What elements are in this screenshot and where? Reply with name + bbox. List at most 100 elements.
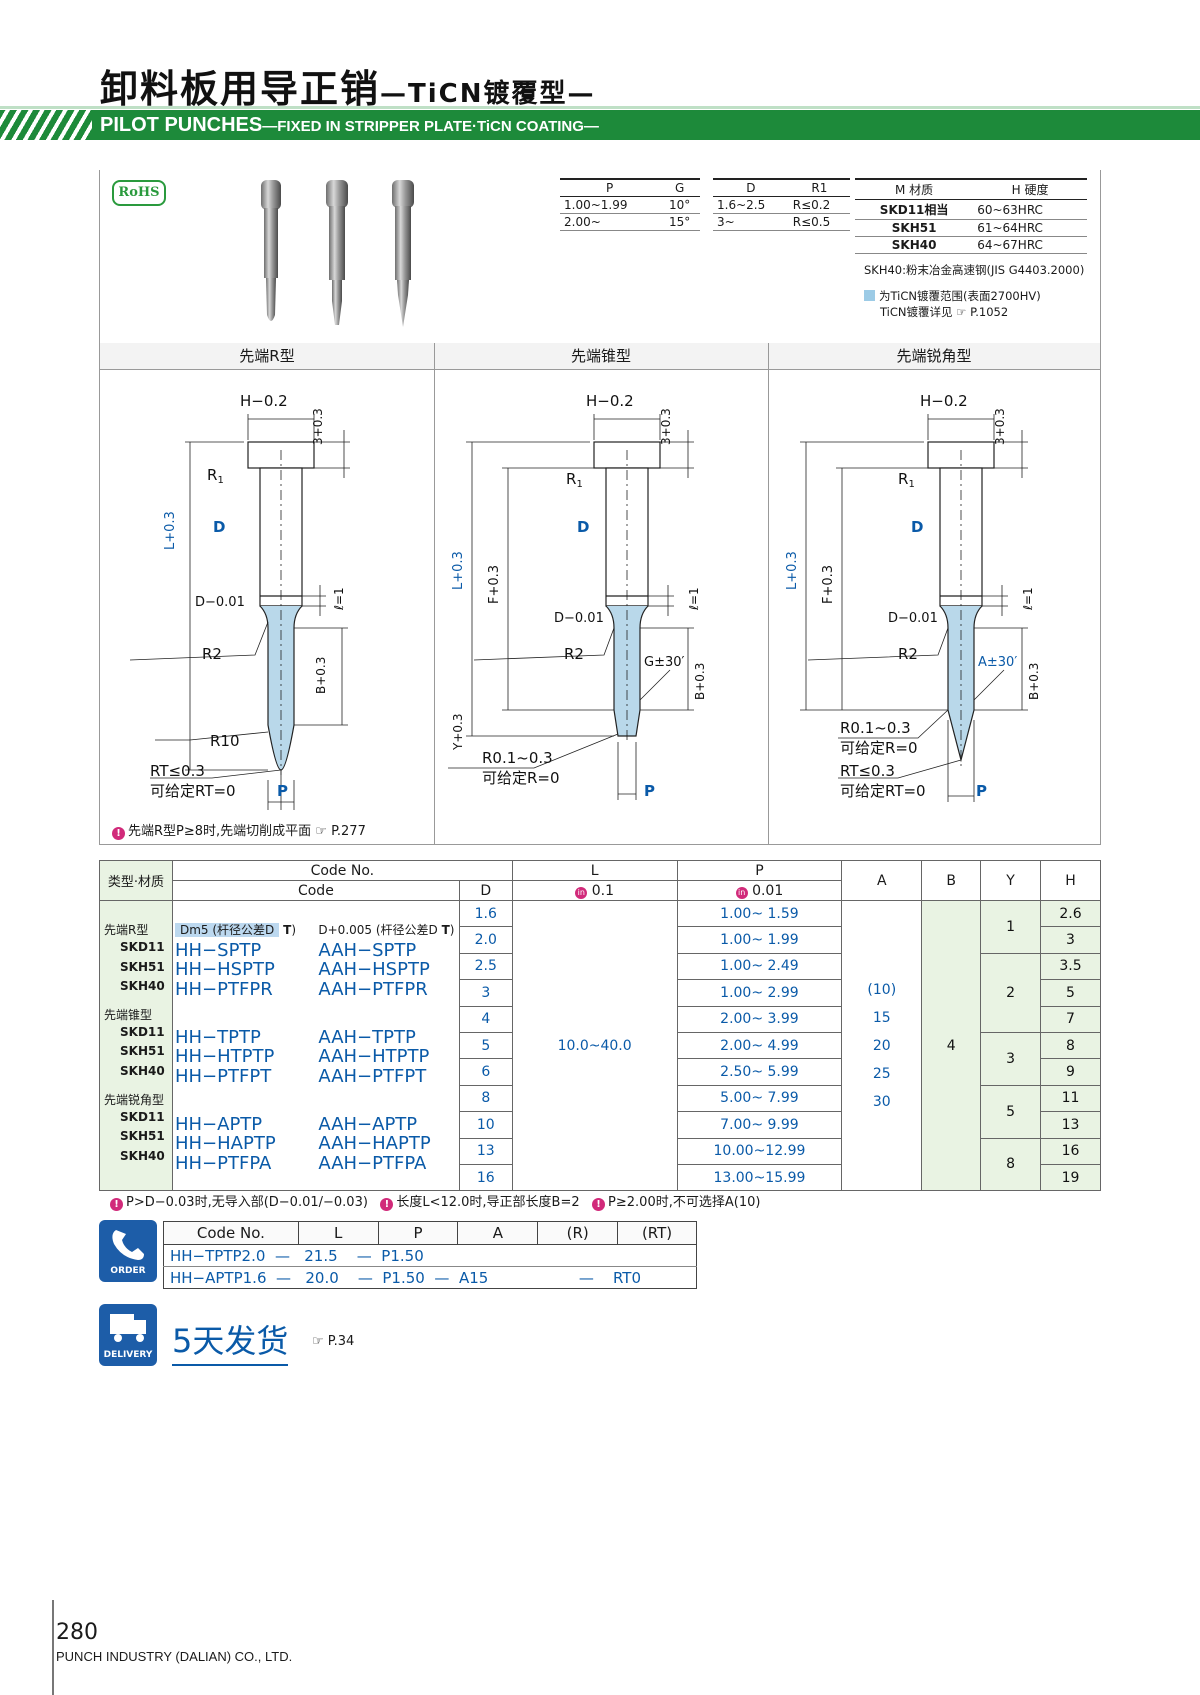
svg-text:R0.1~0.3: R0.1~0.3 xyxy=(840,719,911,737)
header-band xyxy=(92,110,1200,140)
top-panel xyxy=(99,170,1101,343)
cell-d: 8 xyxy=(458,1084,513,1113)
svg-text:D: D xyxy=(577,518,589,536)
svg-text:P: P xyxy=(976,782,987,800)
cell-d: 1.6 xyxy=(458,899,513,928)
svg-text:F+0.3: F+0.3 xyxy=(487,565,502,604)
cell-d: 13 xyxy=(458,1137,513,1165)
cell-d: 10 xyxy=(458,1111,513,1139)
warning-icon: ! xyxy=(112,827,125,840)
cell-p: 10.00~12.99 xyxy=(676,1137,843,1165)
svg-text:D: D xyxy=(213,518,225,536)
cell-p: 2.00~ 3.99 xyxy=(676,1005,843,1033)
svg-text:可给定RT=0: 可给定RT=0 xyxy=(150,782,236,800)
svg-text:R1: R1 xyxy=(207,466,224,486)
svg-text:A±30′: A±30′ xyxy=(978,655,1017,670)
cell-p: 1.00~ 2.99 xyxy=(676,979,843,1007)
table-row: 16 13.00~15.99 19 xyxy=(100,1163,1101,1192)
svg-text:G±30′: G±30′ xyxy=(644,655,685,670)
svg-text:ℓ=1: ℓ=1 xyxy=(687,587,701,611)
cell-y: 2 xyxy=(980,952,1041,1033)
svg-text:3+0.3: 3+0.3 xyxy=(993,408,1007,445)
svg-text:D: D xyxy=(911,518,923,536)
cell-y: 5 xyxy=(980,1084,1041,1139)
cell-h: 19 xyxy=(1040,1163,1101,1192)
svg-text:RT≤0.3: RT≤0.3 xyxy=(840,762,895,780)
table-row: 13 10.00~12.99 8 16 xyxy=(100,1137,1101,1192)
svg-text:R2: R2 xyxy=(564,645,584,663)
diagram-sharp-type: H−0.2 3+0.3 R1 D L+0.3 F+0.3 D−0.01 ℓ=1 … xyxy=(785,392,1041,802)
truck-icon xyxy=(110,1314,146,1342)
cell-h: 8 xyxy=(1040,1031,1101,1060)
cell-d: 3 xyxy=(458,979,513,1007)
delivery-ref-link[interactable]: ☞ P.34 xyxy=(312,1334,355,1349)
delivery-days: 5天发货 xyxy=(172,1316,289,1366)
diagram-taper-type: H−0.2 3+0.3 R1 D L+0.3 F+0.3 D−0.01 ℓ=1 … xyxy=(448,392,707,800)
diagram-header-taper: 先端锥型 xyxy=(434,343,768,370)
svg-text:D−0.01: D−0.01 xyxy=(888,611,938,626)
svg-text:L+0.3: L+0.3 xyxy=(451,551,466,590)
cell-y: 8 xyxy=(980,1137,1041,1192)
cell-p: 2.50~ 5.99 xyxy=(676,1058,843,1086)
svg-text:Y+0.3: Y+0.3 xyxy=(451,714,465,751)
cell-h: 5 xyxy=(1040,979,1101,1007)
cell-h: 2.6 xyxy=(1040,899,1101,928)
svg-text:RT≤0.3: RT≤0.3 xyxy=(150,762,205,780)
svg-text:可给定R=0: 可给定R=0 xyxy=(840,739,918,757)
cell-p: 13.00~15.99 xyxy=(676,1163,843,1192)
svg-text:R0.1~0.3: R0.1~0.3 xyxy=(482,749,553,767)
svg-text:R1: R1 xyxy=(566,470,583,490)
order-icon: ORDER xyxy=(99,1220,157,1282)
svg-text:L+0.3: L+0.3 xyxy=(785,551,800,590)
rohs-badge: RoHS xyxy=(112,180,166,206)
coating-legend-swatch xyxy=(864,290,875,301)
cell-p: 1.00~ 1.99 xyxy=(676,926,843,954)
cell-y: 1 xyxy=(980,900,1041,954)
order-row-2: HH−APTP1.6 — 20.0 — P1.50 — A15 — RT0 xyxy=(163,1266,697,1289)
pin-photo-taper xyxy=(326,180,348,325)
page-title-en: PILOT PUNCHES—FIXED IN STRIPPER PLATE·Ti… xyxy=(100,114,599,136)
coating-ref[interactable]: TiCN镀覆详见 ☞ P.1052 xyxy=(880,305,1009,319)
svg-text:R10: R10 xyxy=(210,732,240,750)
cell-p: 1.00~ 2.49 xyxy=(676,952,843,981)
skh40-note: SKH40:粉末冶金高速钢(JIS G4403.2000) xyxy=(864,263,1085,277)
header-rule xyxy=(0,106,1200,109)
cell-d: 5 xyxy=(458,1031,513,1060)
order-row-1: HH−TPTP2.0 — 21.5 — P1.50 xyxy=(163,1244,697,1267)
cell-h: 9 xyxy=(1040,1058,1101,1086)
cell-p: 1.00~ 1.59 xyxy=(676,899,843,928)
svg-text:D−0.01: D−0.01 xyxy=(554,611,604,626)
header-hatch xyxy=(0,110,92,140)
cell-y: 3 xyxy=(980,1031,1041,1086)
cell-d: 16 xyxy=(458,1163,513,1192)
svg-text:H−0.2: H−0.2 xyxy=(586,392,634,410)
coating-note: 为TiCN镀覆范围(表面2700HV) xyxy=(864,288,1041,304)
diagram-r-type: H−0.2 3+0.3 R1 D L+0.3 D−0.01 ℓ=1 R2 B+0… xyxy=(129,392,350,810)
svg-text:D−0.01: D−0.01 xyxy=(195,595,245,610)
svg-text:P: P xyxy=(644,782,655,800)
svg-text:P: P xyxy=(277,782,288,800)
page-title: 卸料板用导正销—TiCN镀覆型— xyxy=(100,67,596,111)
cell-h: 3 xyxy=(1040,926,1101,954)
cell-h: 3.5 xyxy=(1040,952,1101,981)
svg-text:3+0.3: 3+0.3 xyxy=(659,408,673,445)
table-row: 3 1.00~ 2.99 5 xyxy=(100,979,1101,1007)
svg-text:H−0.2: H−0.2 xyxy=(240,392,288,410)
cell-p: 5.00~ 7.99 xyxy=(676,1084,843,1113)
cell-h: 11 xyxy=(1040,1084,1101,1113)
cell-h: 7 xyxy=(1040,1005,1101,1033)
pin-photo-r xyxy=(261,180,281,321)
svg-text:L+0.3: L+0.3 xyxy=(163,511,178,550)
svg-text:可给定R=0: 可给定R=0 xyxy=(482,769,560,787)
svg-text:B+0.3: B+0.3 xyxy=(693,663,707,700)
diagram-header-r: 先端R型 xyxy=(100,343,434,370)
